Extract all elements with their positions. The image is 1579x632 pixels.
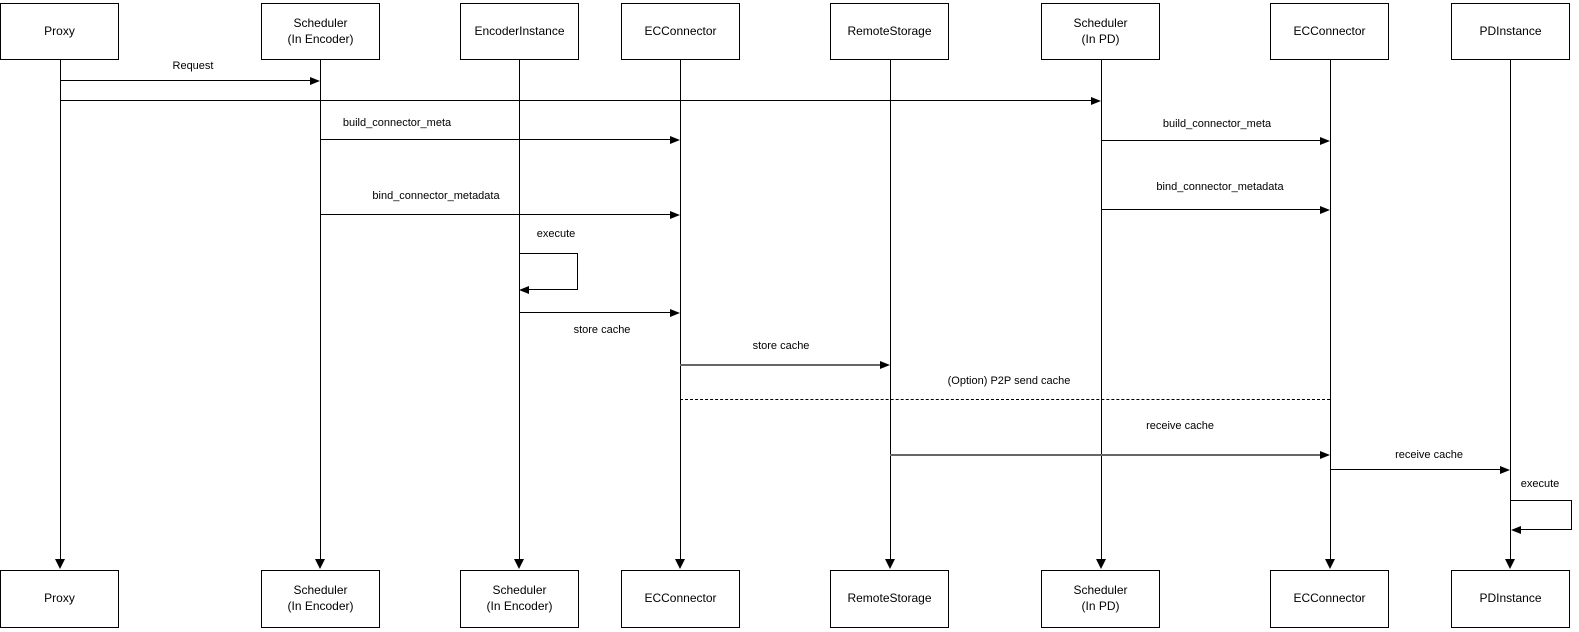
message-execute-encoder-loop-bottom [529, 289, 578, 290]
lifeline-remote-storage [890, 60, 891, 560]
lifeline-scheduler-encoder [320, 60, 321, 560]
message-bind-connector-metadata-right-label: bind_connector_metadata [1156, 181, 1284, 193]
message-store-cache-storage-line [680, 364, 880, 366]
message-p2p-send-cache-line [680, 399, 1330, 400]
message-build-connector-meta-right-label: build_connector_meta [1162, 118, 1272, 130]
message-bind-connector-metadata-left-arrowhead [670, 211, 680, 219]
actor-top-pd-instance: PDInstance [1451, 3, 1570, 60]
message-store-cache-storage-label: store cache [752, 340, 810, 352]
message-execute-encoder-arrowhead [519, 286, 529, 294]
message-receive-cache-pd-line [1330, 469, 1500, 470]
message-store-cache-encoder-label: store cache [573, 324, 631, 336]
message-receive-cache-pd-arrowhead [1500, 466, 1510, 474]
message-execute-pd-label: execute [1520, 478, 1560, 490]
message-proxy-to-scheduler-pd-arrowhead [1091, 97, 1101, 105]
message-bind-connector-metadata-left-line [320, 214, 670, 215]
message-receive-cache-storage-label: receive cache [1146, 420, 1214, 432]
actor-bottom-ec-connector-right: ECConnector [1270, 570, 1389, 628]
message-request-arrowhead [310, 77, 320, 85]
actor-bottom-scheduler-encoder-2: Scheduler (In Encoder) [460, 570, 579, 628]
lifeline-remote-storage-arrowhead [885, 559, 895, 569]
actor-bottom-pd-instance: PDInstance [1451, 570, 1570, 628]
message-execute-pd-loop-top [1511, 500, 1572, 501]
message-proxy-to-scheduler-pd-line [60, 100, 1091, 101]
actor-top-scheduler-pd: Scheduler (In PD) [1041, 3, 1160, 60]
message-build-connector-meta-right-arrowhead [1320, 137, 1330, 145]
message-store-cache-storage-arrowhead [880, 361, 890, 369]
actor-top-remote-storage: RemoteStorage [830, 3, 949, 60]
actor-top-ec-connector-right: ECConnector [1270, 3, 1389, 60]
actor-top-encoder-instance: EncoderInstance [460, 3, 579, 60]
actor-top-scheduler-encoder: Scheduler (In Encoder) [261, 3, 380, 60]
actor-bottom-scheduler-pd: Scheduler (In PD) [1041, 570, 1160, 628]
message-execute-pd-arrowhead [1511, 526, 1521, 534]
message-bind-connector-metadata-left-label: bind_connector_metadata [372, 190, 500, 202]
message-store-cache-encoder-arrowhead [670, 309, 680, 317]
message-receive-cache-storage-line [890, 454, 1320, 456]
actor-top-proxy: Proxy [0, 3, 119, 60]
lifeline-pd-instance-arrowhead [1505, 559, 1515, 569]
lifeline-scheduler-pd [1101, 60, 1102, 560]
actor-bottom-remote-storage: RemoteStorage [830, 570, 949, 628]
message-build-connector-meta-left-line [320, 139, 670, 140]
lifeline-encoder-instance [519, 60, 520, 560]
message-request-line [60, 80, 310, 81]
actor-bottom-proxy: Proxy [0, 570, 119, 628]
message-execute-pd-loop-side [1571, 500, 1572, 530]
message-execute-pd-loop-bottom [1521, 529, 1572, 530]
message-p2p-send-cache-label: (Option) P2P send cache [947, 375, 1071, 387]
lifeline-encoder-instance-arrowhead [514, 559, 524, 569]
lifeline-scheduler-pd-arrowhead [1096, 559, 1106, 569]
lifeline-scheduler-encoder-arrowhead [315, 559, 325, 569]
message-store-cache-encoder-line [519, 312, 670, 313]
actor-bottom-scheduler-encoder: Scheduler (In Encoder) [261, 570, 380, 628]
message-bind-connector-metadata-right-line [1101, 209, 1320, 210]
message-execute-encoder-loop-top [519, 253, 578, 254]
actor-top-ec-connector: ECConnector [621, 3, 740, 60]
lifeline-proxy-arrowhead [55, 559, 65, 569]
message-request-label: Request [172, 60, 214, 72]
lifeline-proxy [60, 60, 61, 560]
lifeline-ec-connector-right [1330, 60, 1331, 560]
lifeline-pd-instance [1510, 60, 1511, 560]
message-receive-cache-storage-arrowhead [1320, 451, 1330, 459]
message-bind-connector-metadata-right-arrowhead [1320, 206, 1330, 214]
lifeline-ec-connector-right-arrowhead [1325, 559, 1335, 569]
message-receive-cache-pd-label: receive cache [1395, 449, 1463, 461]
message-build-connector-meta-left-label: build_connector_meta [342, 117, 452, 129]
message-build-connector-meta-left-arrowhead [670, 136, 680, 144]
message-execute-encoder-loop-side [577, 253, 578, 290]
lifeline-ec-connector-arrowhead [675, 559, 685, 569]
message-build-connector-meta-right-line [1101, 140, 1320, 141]
message-execute-encoder-label: execute [536, 228, 576, 240]
lifeline-ec-connector [680, 60, 681, 560]
actor-bottom-ec-connector: ECConnector [621, 570, 740, 628]
